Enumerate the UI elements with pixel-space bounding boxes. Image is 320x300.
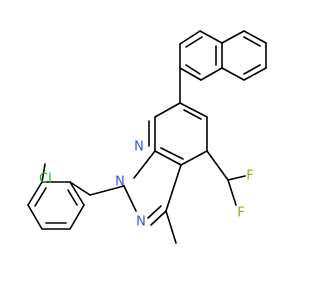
methyl-bond (165, 210, 177, 244)
bond (69, 181, 85, 206)
bond (180, 150, 208, 166)
bond-double (160, 147, 184, 160)
atom-pyridine-nitrogen: N (134, 140, 144, 155)
bond-double (185, 36, 203, 48)
bond (123, 185, 137, 212)
bond (133, 150, 156, 179)
bond (243, 30, 267, 44)
bond-double (243, 36, 261, 47)
bond (27, 204, 43, 230)
bond (179, 102, 208, 118)
bond (69, 181, 91, 196)
naphthyl-group (179, 30, 267, 81)
bond (69, 204, 85, 230)
bond (179, 30, 201, 45)
bond-double (147, 205, 162, 219)
bond (200, 67, 223, 81)
difluoromethyl-group (206, 150, 246, 206)
bond (179, 67, 202, 81)
bond (221, 67, 245, 81)
bond (221, 30, 245, 44)
bond-double (243, 64, 261, 75)
bond-to-chlorine (41, 163, 46, 183)
molecule-structure: Cl N N N F F (27, 30, 267, 244)
bond (89, 185, 125, 196)
bond (165, 164, 182, 212)
bond (227, 179, 237, 206)
atom-chlorine: Cl (39, 172, 52, 187)
atom-pyrazole-n2: N (136, 215, 146, 230)
chlorobenzyl-group (27, 163, 125, 230)
bond (206, 150, 229, 181)
bond (227, 175, 246, 181)
pyridine-ring (148, 102, 208, 166)
bond (154, 102, 181, 118)
bond-double (183, 109, 202, 120)
bond (243, 67, 267, 81)
bond-double (34, 187, 47, 207)
atom-fluorine-lower: F (237, 206, 244, 221)
atom-pyrazole-n1: N (115, 175, 125, 190)
pyrazole-ring (123, 150, 182, 226)
bond (154, 150, 182, 166)
bond (199, 30, 223, 44)
molecule-canvas: Cl N N N F F (27, 30, 267, 244)
bond-double (185, 64, 201, 75)
bond (27, 181, 43, 206)
atom-fluorine-upper: F (246, 169, 253, 184)
bond (150, 210, 167, 226)
bond-double (67, 189, 78, 206)
